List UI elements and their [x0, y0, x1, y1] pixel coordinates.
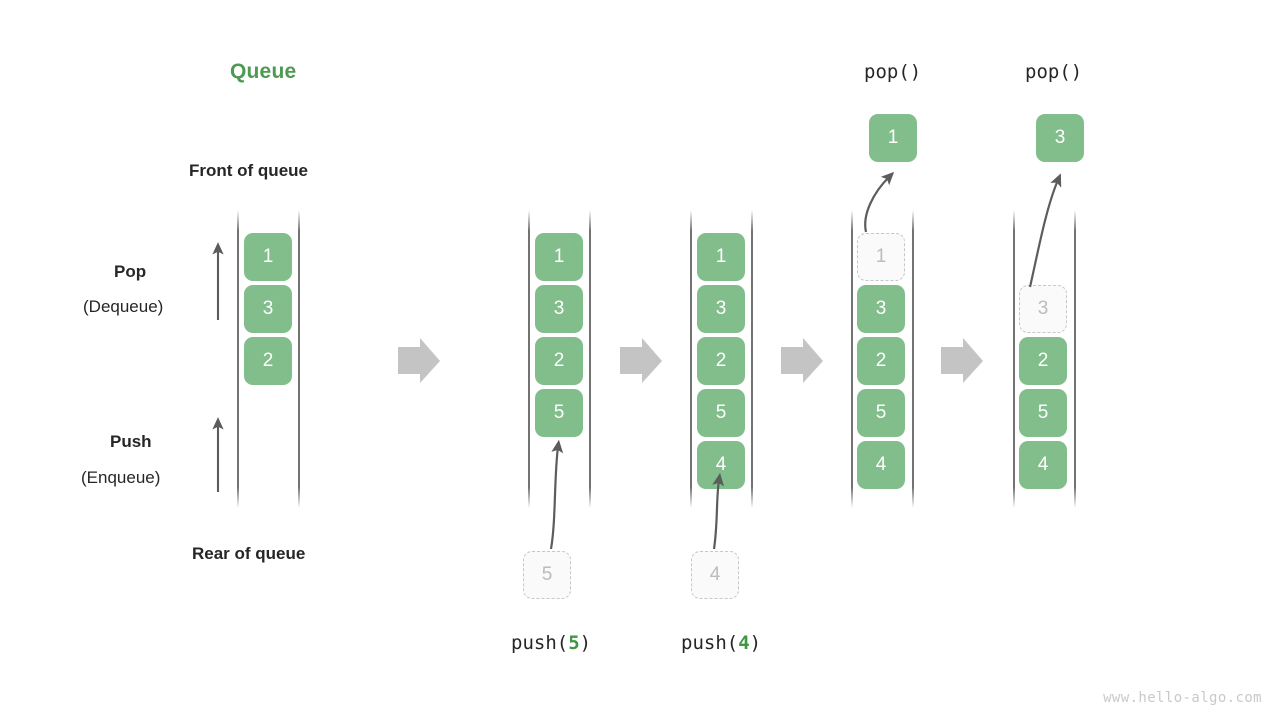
- queue-item-ghost: 3: [1019, 285, 1067, 333]
- push-label: Push: [110, 432, 152, 451]
- queue-item: 4: [857, 441, 905, 489]
- queue-item: 3: [535, 285, 583, 333]
- queue-item-ghost: 1: [857, 233, 905, 281]
- transition-arrow-4: [941, 338, 983, 383]
- transition-arrow-1: [398, 338, 440, 383]
- queue-item: 1: [697, 233, 745, 281]
- queue-item: 3: [697, 285, 745, 333]
- queue-item: 4: [1019, 441, 1067, 489]
- pop-1-arrow: [864, 171, 895, 233]
- column-header-pop-1: pop(): [864, 61, 922, 83]
- queue-item: 1: [535, 233, 583, 281]
- queue-item: 1: [244, 233, 292, 281]
- queue-rail-left-col4: [851, 210, 853, 508]
- queue-rail-right-col1: [298, 210, 300, 508]
- push-4-fn: push: [681, 632, 727, 654]
- pop-sub-label: (Dequeue): [83, 297, 164, 316]
- push-5-fn: push: [511, 632, 557, 654]
- push-5-arrow: [549, 439, 564, 550]
- queue-item: 3: [244, 285, 292, 333]
- queue-item: 5: [857, 389, 905, 437]
- queue-rail-left-col1: [237, 210, 239, 508]
- queue-rail-left-col2: [528, 210, 530, 508]
- diagram-title: Queue: [230, 60, 297, 83]
- queue-rail-left-col3: [690, 210, 692, 508]
- push-5-arg: 5: [568, 632, 580, 654]
- column-caption-push-4: push(4): [681, 632, 762, 654]
- queue-item: 5: [535, 389, 583, 437]
- queue-item: 4: [697, 441, 745, 489]
- pop-3-arrow: [1028, 173, 1062, 288]
- queue-item: 2: [697, 337, 745, 385]
- watermark: www.hello-algo.com: [1103, 690, 1262, 706]
- front-of-queue-label: Front of queue: [189, 161, 308, 180]
- popped-element: 1: [869, 114, 917, 162]
- queue-rail-left-col5: [1013, 210, 1015, 508]
- column-header-pop-2: pop(): [1025, 61, 1083, 83]
- queue-item: 5: [1019, 389, 1067, 437]
- queue-item: 3: [857, 285, 905, 333]
- incoming-element-ghost: 5: [523, 551, 571, 599]
- queue-item: 2: [244, 337, 292, 385]
- push-4-arg: 4: [738, 632, 750, 654]
- popped-element: 3: [1036, 114, 1084, 162]
- rear-of-queue-label: Rear of queue: [192, 544, 306, 563]
- queue-item: 2: [857, 337, 905, 385]
- queue-item: 2: [535, 337, 583, 385]
- column-caption-push-5: push(5): [511, 632, 592, 654]
- push-4-arrow: [712, 472, 725, 550]
- queue-item: 5: [697, 389, 745, 437]
- pop-label: Pop: [114, 262, 147, 281]
- transition-arrow-3: [781, 338, 823, 383]
- queue-rail-right-col3: [751, 210, 753, 508]
- queue-rail-right-col2: [589, 210, 591, 508]
- push-sub-label: (Enqueue): [81, 468, 161, 487]
- queue-rail-right-col5: [1074, 210, 1076, 508]
- incoming-element-ghost: 4: [691, 551, 739, 599]
- queue-rail-right-col4: [912, 210, 914, 508]
- transition-arrow-2: [620, 338, 662, 383]
- queue-item: 2: [1019, 337, 1067, 385]
